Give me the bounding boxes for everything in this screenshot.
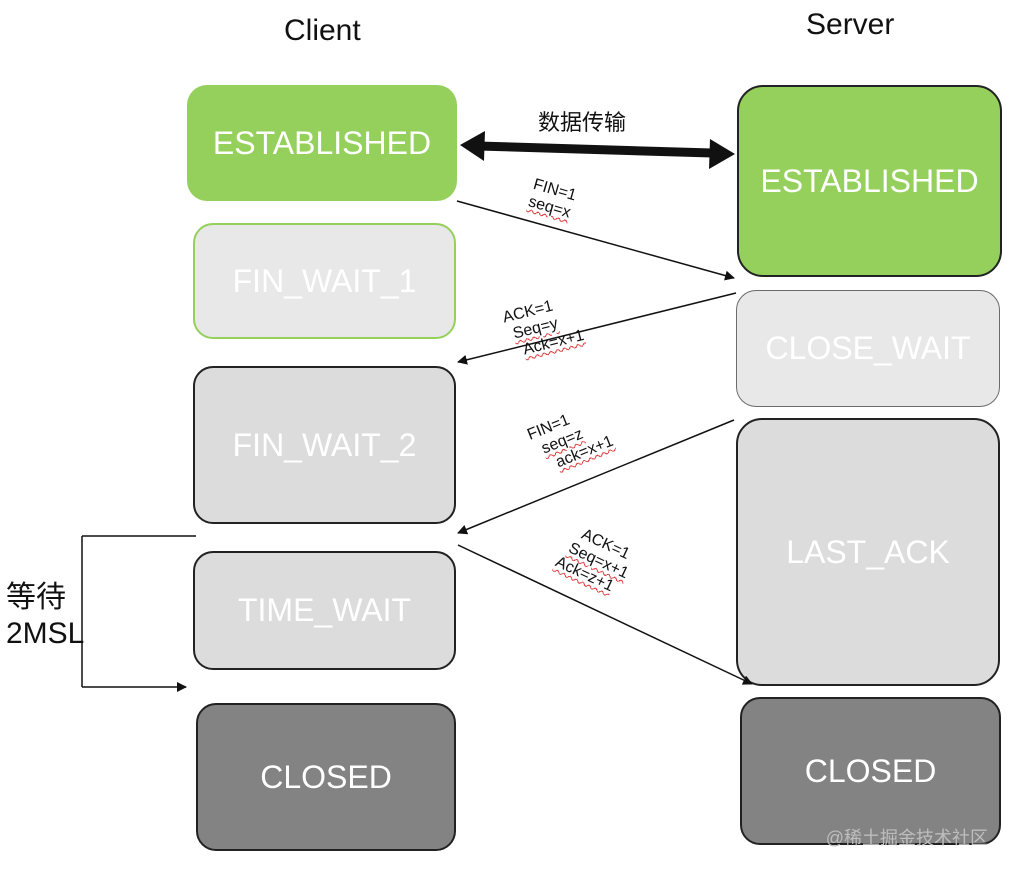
server-header: Server — [806, 8, 895, 41]
data-transfer-label: 数据传输 — [538, 110, 627, 135]
client-state-fin-wait-1-label: FIN_WAIT_1 — [232, 262, 417, 299]
fin1-arrow — [456, 200, 735, 281]
wait-2msl-bracket — [81, 535, 196, 692]
client-state-closed-label: CLOSED — [260, 758, 392, 795]
client-state-time-wait: TIME_WAIT — [193, 551, 456, 670]
client-state-fin-wait-1: FIN_WAIT_1 — [193, 223, 456, 339]
client-state-fin-wait-2: FIN_WAIT_2 — [193, 366, 456, 524]
wait-label-line-1: 等待 — [6, 581, 66, 614]
client-header: Client — [284, 14, 361, 47]
server-state-established-label: ESTABLISHED — [760, 162, 979, 199]
server-state-closed: CLOSED — [740, 697, 1001, 845]
server-state-last-ack: LAST_ACK — [736, 418, 1000, 686]
ack2-arrow — [457, 544, 753, 685]
client-state-established: ESTABLISHED — [187, 85, 457, 201]
server-state-closed-label: CLOSED — [804, 752, 937, 789]
client-state-fin-wait-2-label: FIN_WAIT_2 — [232, 426, 417, 463]
wait-2msl-label: 等待 2MSL — [6, 580, 84, 652]
ack1-arrow — [457, 292, 737, 365]
client-state-established-label: ESTABLISHED — [212, 124, 432, 161]
server-state-established: ESTABLISHED — [737, 85, 1002, 277]
client-state-time-wait-label: TIME_WAIT — [237, 592, 412, 628]
client-state-closed: CLOSED — [196, 703, 456, 851]
server-state-last-ack-label: LAST_ACK — [786, 533, 950, 570]
server-state-close-wait: CLOSE_WAIT — [736, 290, 1000, 407]
fin2-arrow — [457, 419, 735, 535]
wait-label-line-2: 2MSL — [6, 617, 85, 650]
data-transfer-double-arrow — [460, 131, 735, 169]
server-state-close-wait-label: CLOSE_WAIT — [765, 330, 971, 366]
watermark: @稀土掘金技术社区 — [825, 828, 988, 848]
